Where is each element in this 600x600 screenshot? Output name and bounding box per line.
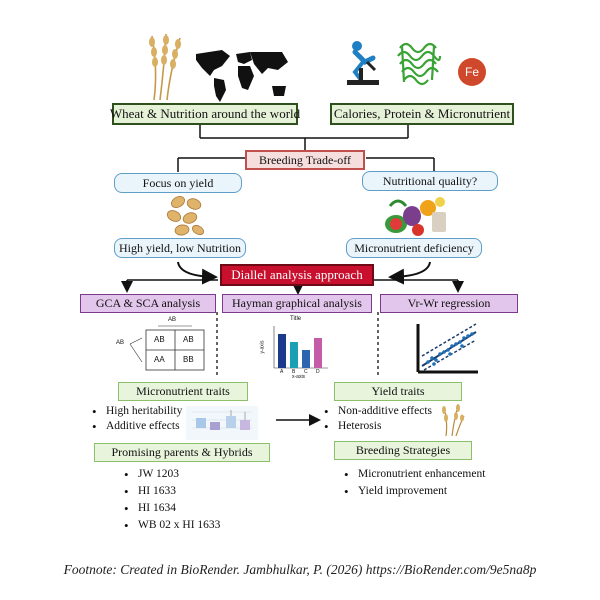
punnett-cell: BB xyxy=(183,355,194,364)
punnett-side-label: AB xyxy=(116,340,125,346)
list-item: Heterosis xyxy=(324,419,432,434)
grain-icon xyxy=(166,196,204,236)
protein-icon xyxy=(397,42,442,86)
iron-symbol-label: Fe xyxy=(464,65,479,79)
nutritional-quality-box: Nutritional quality? xyxy=(362,171,498,191)
punnett-cell: AA xyxy=(154,355,165,364)
mini-chart-tick: A xyxy=(280,369,284,375)
breeding-tradeoff-box: Breeding Trade-off xyxy=(245,150,365,170)
breeding-tradeoff-label: Breeding Trade-off xyxy=(258,152,352,167)
focus-on-yield-box: Focus on yield xyxy=(114,173,242,193)
yield-points: Non-additive effects Heterosis xyxy=(324,404,432,434)
mini-chart-tick: B xyxy=(292,369,296,375)
yield-traits-box: Yield traits xyxy=(334,382,462,401)
punnett-square-icon: AB AB AB AB AA BB xyxy=(112,317,212,374)
genotype-list: JW 1203 HI 1633 HI 1634 WB 02 x HI 1633 xyxy=(124,466,220,534)
calories-protein-label: Calories, Protein & Micronutrient xyxy=(333,106,511,121)
high-yield-low-nutrition-box: High yield, low Nutrition xyxy=(114,238,246,258)
breeding-strategies-label: Breeding Strategies xyxy=(355,443,451,457)
micronutrient-deficiency-label: Micronutrient deficiency xyxy=(354,240,474,255)
mini-bar xyxy=(290,342,298,368)
wheat-nutrition-box: Wheat & Nutrition around the world xyxy=(109,103,301,125)
punnett-header: AB xyxy=(168,317,177,323)
box-plot-icon xyxy=(186,406,258,440)
gca-sca-box: GCA & SCA analysis xyxy=(80,294,216,313)
mini-chart-title: Title xyxy=(290,316,302,322)
mini-chart-xlabel: x-axis xyxy=(292,374,306,380)
hayman-box: Hayman graphical analysis xyxy=(222,294,372,313)
yield-traits-label: Yield traits xyxy=(371,384,425,398)
bar-chart-icon: Title y-axis A B C D x-axis xyxy=(260,316,332,380)
micronutrient-traits-box: Micronutrient traits xyxy=(118,382,248,401)
punnett-cell: AB xyxy=(183,335,194,344)
list-item: WB 02 x HI 1633 xyxy=(124,517,220,534)
list-item: High heritability xyxy=(92,404,182,419)
food-icon xyxy=(385,197,446,236)
wheat-icon xyxy=(149,33,181,101)
micronutrient-points: High heritability Additive effects xyxy=(92,404,182,434)
gca-sca-label: GCA & SCA analysis xyxy=(95,296,201,310)
cyclist-icon xyxy=(347,41,379,85)
list-item: HI 1634 xyxy=(124,500,220,517)
diallel-analysis-box: Diallel analysis approach xyxy=(220,264,374,286)
diallel-analysis-label: Diallel analysis approach xyxy=(231,267,363,282)
micronutrient-deficiency-box: Micronutrient deficiency xyxy=(346,238,482,258)
list-item: HI 1633 xyxy=(124,483,220,500)
wheat-nutrition-label: Wheat & Nutrition around the world xyxy=(109,106,301,121)
mini-bar xyxy=(278,334,286,368)
micronutrient-traits-label: Micronutrient traits xyxy=(136,384,230,398)
list-item: Micronutrient enhancement xyxy=(344,466,485,483)
list-item: JW 1203 xyxy=(124,466,220,483)
hayman-label: Hayman graphical analysis xyxy=(232,296,362,310)
mini-chart-tick: C xyxy=(304,369,308,375)
mini-bar xyxy=(302,350,310,368)
focus-on-yield-label: Focus on yield xyxy=(142,175,214,190)
calories-protein-box: Calories, Protein & Micronutrient xyxy=(330,103,514,125)
punnett-cell: AB xyxy=(154,335,165,344)
list-item: Yield improvement xyxy=(344,483,485,500)
promising-parents-box: Promising parents & Hybrids xyxy=(94,443,270,462)
nutritional-quality-label: Nutritional quality? xyxy=(382,173,478,188)
iron-icon: Fe xyxy=(458,58,486,86)
list-item: Non-additive effects xyxy=(324,404,432,419)
mini-bar xyxy=(314,338,322,368)
vr-wr-label: Vr-Wr regression xyxy=(407,296,491,310)
world-map-icon xyxy=(196,50,288,102)
vr-wr-box: Vr-Wr regression xyxy=(380,294,518,313)
regression-icon xyxy=(416,323,478,374)
footnote: Footnote: Created in BioRender. Jambhulk… xyxy=(63,562,537,577)
breeding-strategies-box: Breeding Strategies xyxy=(334,441,472,460)
mini-chart-tick: D xyxy=(316,369,320,375)
wheat-plant-icon xyxy=(442,404,465,436)
high-yield-low-nutrition-label: High yield, low Nutrition xyxy=(119,240,241,255)
list-item: Additive effects xyxy=(92,419,182,434)
strategies-list: Micronutrient enhancement Yield improvem… xyxy=(344,466,485,500)
promising-parents-label: Promising parents & Hybrids xyxy=(111,445,253,459)
